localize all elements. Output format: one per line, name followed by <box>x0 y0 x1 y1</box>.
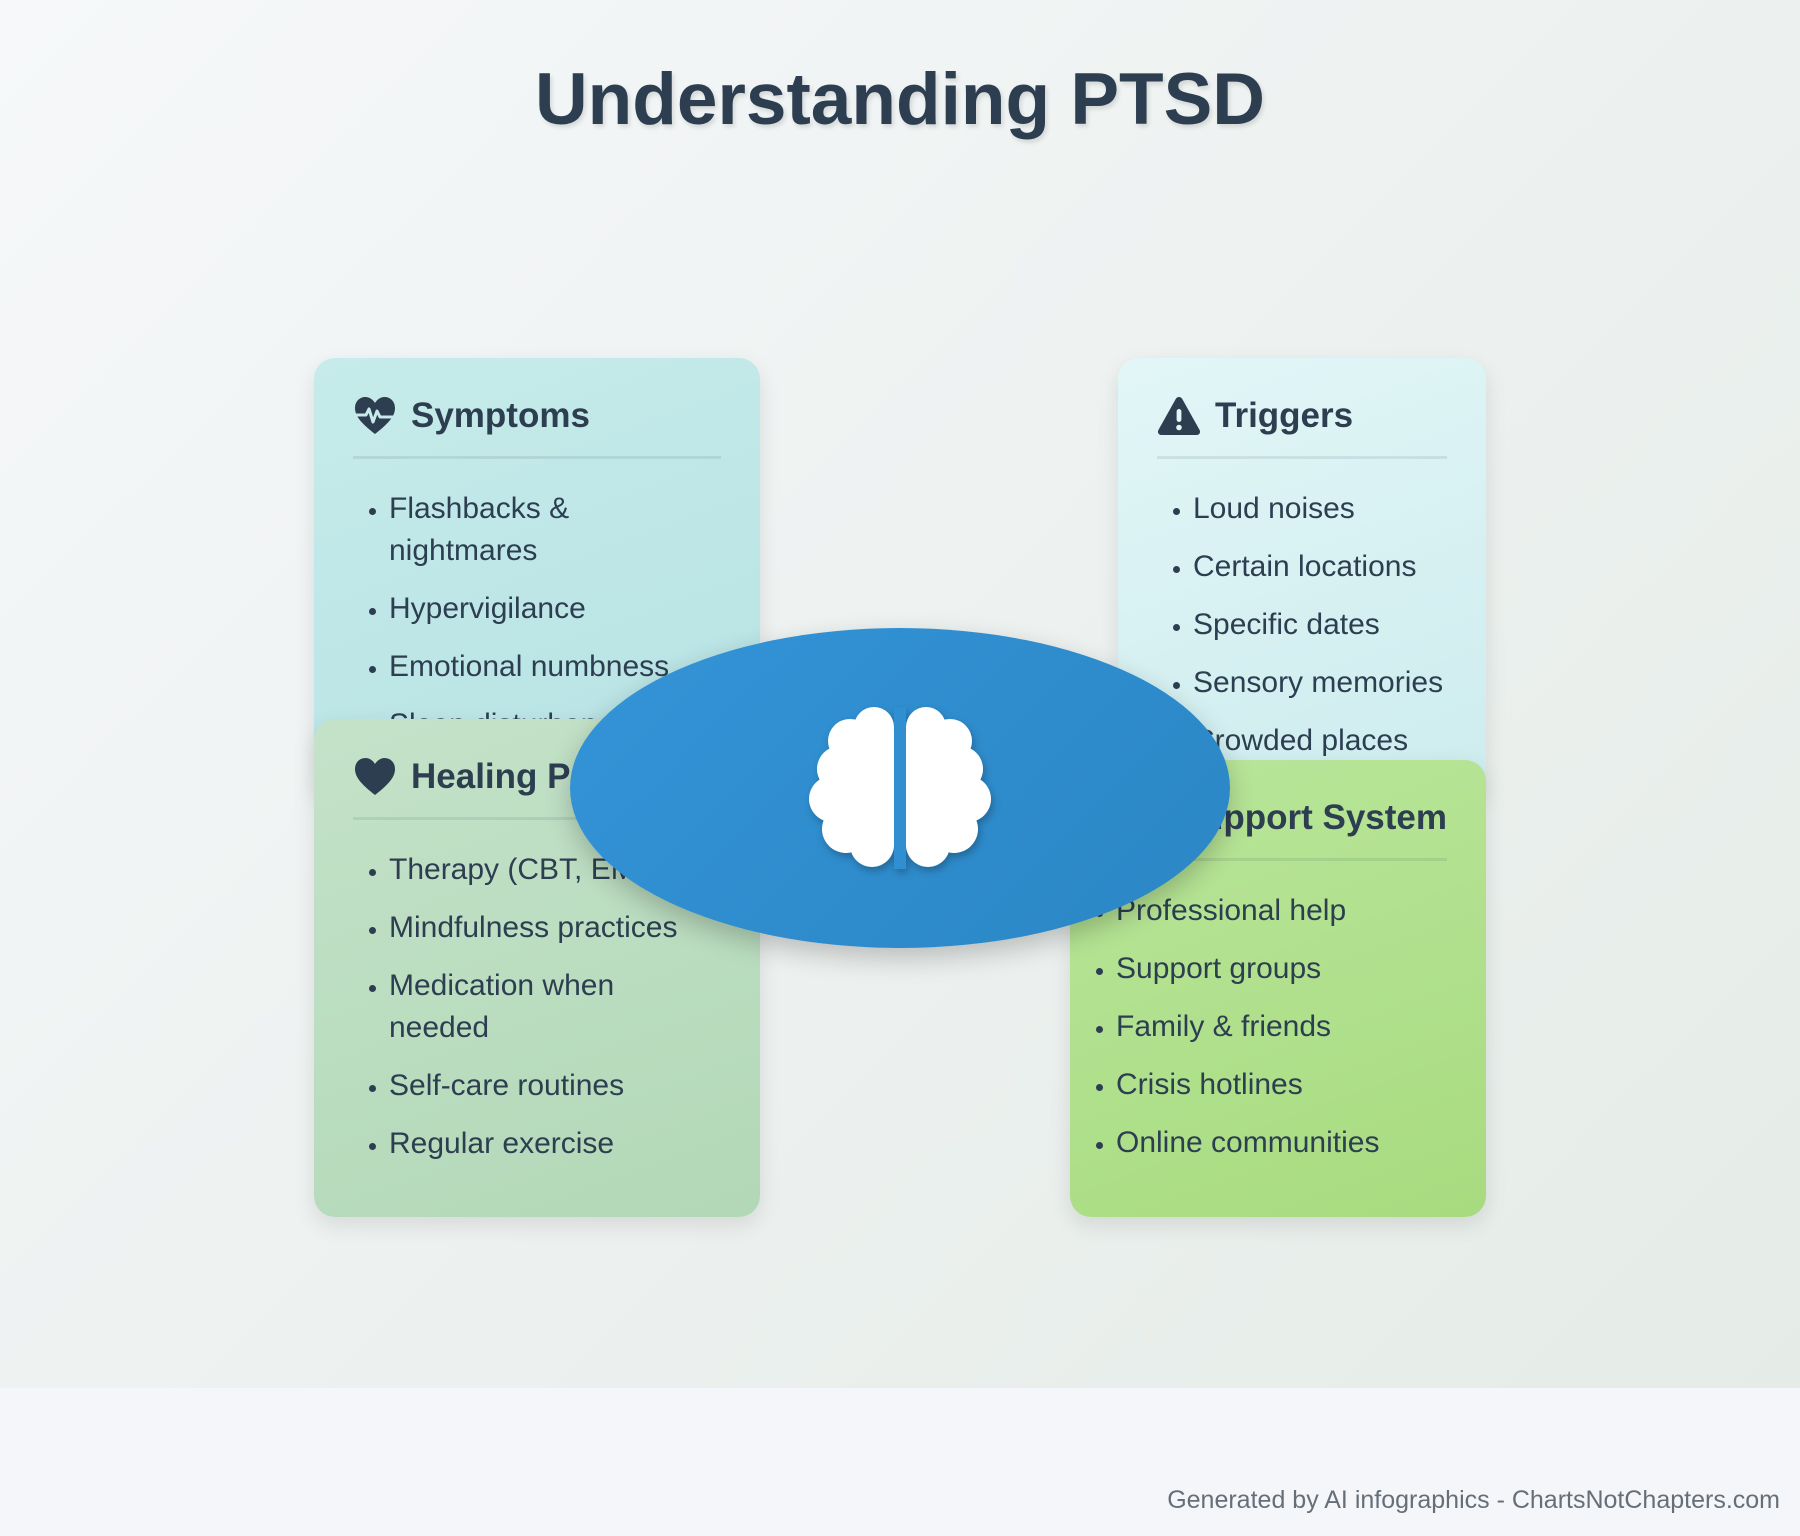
list-item: Professional help <box>1116 890 1447 932</box>
support-card: Support System Professional help Support… <box>1070 760 1486 1217</box>
list-item: Family & friends <box>1116 1006 1447 1048</box>
symptoms-title: Symptoms <box>411 396 590 435</box>
triggers-list: Loud noises Certain locations Specific d… <box>1157 488 1447 762</box>
triggers-title: Triggers <box>1215 396 1354 435</box>
support-list: Professional help Support groups Family … <box>1090 890 1447 1164</box>
list-item: Mindfulness practices <box>389 907 721 949</box>
list-item: Flashbacks & nightmares <box>389 488 721 572</box>
list-item: Self-care routines <box>389 1065 721 1107</box>
heart-icon <box>353 757 397 797</box>
list-item: Hypervigilance <box>389 588 721 630</box>
list-item: Emotional numbness <box>389 646 721 688</box>
list-item: Medication when needed <box>389 965 721 1049</box>
footer-credit: Generated by AI infographics - ChartsNot… <box>1167 1486 1780 1514</box>
list-item: Sensory memories <box>1193 662 1447 704</box>
symptoms-card-header: Symptoms <box>353 396 721 459</box>
list-item: Crowded places <box>1193 720 1447 762</box>
list-item: Specific dates <box>1193 604 1447 646</box>
list-item: Certain locations <box>1193 546 1447 588</box>
list-item: Loud noises <box>1193 488 1447 530</box>
list-item: Online communities <box>1116 1122 1447 1164</box>
list-item: Crisis hotlines <box>1116 1064 1447 1106</box>
list-item: Regular exercise <box>389 1123 721 1165</box>
warning-icon <box>1157 396 1201 436</box>
heartbeat-icon <box>353 396 397 436</box>
infographic-canvas: Understanding PTSD Symptoms Flashbacks &… <box>0 0 1800 1388</box>
center-oval <box>570 628 1230 948</box>
brain-icon <box>808 707 992 869</box>
triggers-card-header: Triggers <box>1157 396 1447 459</box>
list-item: Support groups <box>1116 948 1447 990</box>
page-title: Understanding PTSD <box>534 59 1266 140</box>
